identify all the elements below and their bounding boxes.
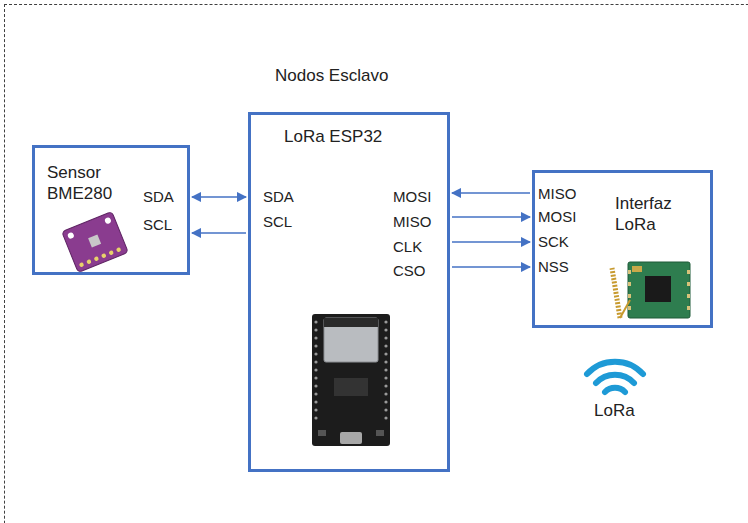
group-title: Nodos Esclavo [275, 65, 388, 86]
box-title: LoRa ESP32 [284, 126, 382, 147]
pin-name: SCL [263, 213, 292, 231]
pin-name: MOSI [393, 188, 431, 206]
controller-box: LoRa ESP32 [248, 112, 450, 472]
pin-name: CLK [393, 238, 422, 256]
signal-arrow [452, 266, 530, 268]
pin-name: SCL [143, 216, 172, 234]
signal-arrow [192, 196, 246, 198]
sensor-box: Sensor BME280 [32, 145, 190, 275]
signal-arrow [452, 192, 530, 194]
box-title: Interfaz LoRa [615, 193, 690, 235]
group-frame: Nodos EsclavoSensor BME280 LoRa ESP32Inte… [4, 4, 748, 523]
pin-name: CSO [393, 262, 426, 280]
esp32-board [312, 314, 390, 446]
pin-name: MOSI [538, 208, 576, 226]
radio-label: LoRa [594, 402, 635, 420]
pin-name: MISO [538, 185, 576, 203]
pin-name: SCK [538, 233, 569, 251]
pin-name: NSS [538, 258, 569, 276]
signal-arrow [452, 216, 530, 218]
pin-name: SDA [143, 188, 174, 206]
pin-name: SDA [263, 188, 294, 206]
signal-arrow [452, 241, 530, 243]
signal-arrow [192, 232, 246, 234]
radio-waves [587, 362, 643, 392]
box-title: Sensor BME280 [47, 162, 127, 204]
lora-module [612, 262, 690, 318]
bme280-board [62, 211, 129, 272]
pin-name: MISO [393, 213, 431, 231]
